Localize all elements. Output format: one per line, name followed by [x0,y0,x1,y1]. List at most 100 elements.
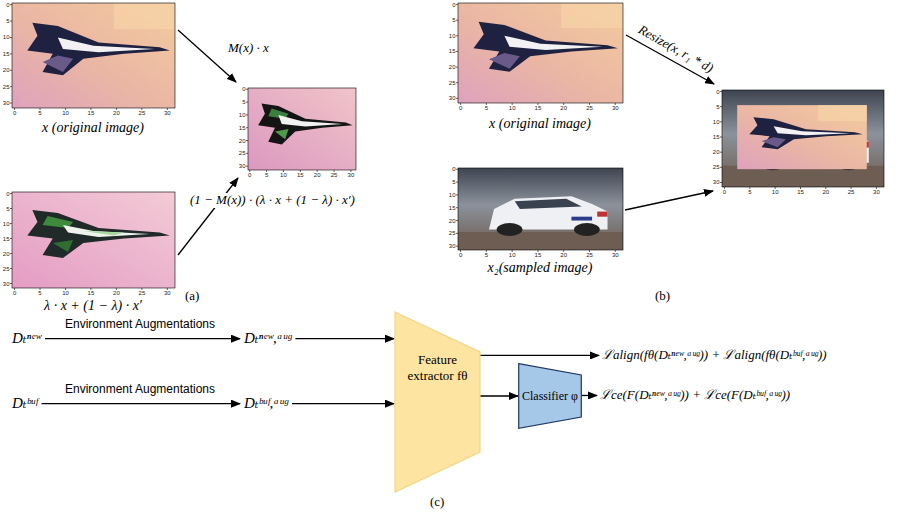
axis-tick: 5 [485,105,488,111]
axes-frame [12,192,175,288]
axis-tick: 25 [3,266,10,272]
axis-tick: 30 [449,95,456,101]
tick-mark [10,208,12,209]
tick-mark [90,288,91,290]
tick-mark [851,187,852,189]
trapezoid-outline [395,312,480,492]
axis-tick: 20 [239,138,246,144]
tick-mark [876,187,877,189]
flow-arrow [42,403,240,404]
classifier-trapezoid: Classifier φ [518,363,582,429]
step-label: Environment Augmentations [65,318,215,332]
tick-mark [537,250,538,252]
tick-mark [14,108,15,110]
panel-label: (a) [185,289,199,304]
tick-mark [486,103,487,105]
axis-tick: 25 [848,189,855,195]
axis-tick: 15 [797,189,804,195]
axis-tick: 10 [3,34,10,40]
axis-tick: 25 [3,84,10,90]
flow-arrow [295,338,394,339]
tick-mark [720,182,722,183]
tick-mark [246,127,248,128]
axis-tick: 20 [560,252,567,258]
axis-tick: 10 [772,189,779,195]
feature-extractor-trapezoid: Feature extractor fθ [395,312,480,492]
tick-mark [456,82,458,83]
tick-mark [720,136,722,137]
axis-tick: 0 [452,166,455,172]
axis-tick: 30 [612,252,619,258]
tick-mark [40,108,41,110]
tick-mark [14,288,15,290]
tick-mark [456,67,458,68]
tick-mark [116,108,117,110]
tick-mark [456,169,458,170]
axis-tick: 10 [509,105,516,111]
axes-frame [722,90,884,187]
axis-tick: 5 [452,179,455,185]
tick-mark [10,193,12,194]
step-label: Environment Augmentations [65,383,215,397]
transform-arrow [625,191,713,210]
axis-tick: 20 [560,105,567,111]
axis-tick: 25 [713,164,720,170]
tick-mark [589,250,590,252]
axis-tick: 25 [331,172,338,178]
axis-tick: 5 [452,17,455,23]
transform-arrow [178,30,236,82]
tick-mark [456,4,458,5]
axis-tick: 25 [586,105,593,111]
transform-arrow [178,178,238,255]
axis-tick: 5 [748,189,751,195]
image-caption: x (original image) [489,116,591,132]
axis-tick: 5 [716,104,719,110]
tick-mark [246,114,248,115]
panel-label: (b) [655,289,670,304]
axis-tick: 25 [139,110,146,116]
tick-mark [40,288,41,290]
axis-tick: 5 [265,172,268,178]
axis-tick: 15 [449,205,456,211]
axis-tick: 15 [88,290,95,296]
tick-mark [10,223,12,224]
original-image [12,3,175,108]
tick-mark [350,170,351,172]
tick-mark [10,70,12,71]
tick-mark [460,103,461,105]
resized-inset [737,105,867,169]
tick-mark [10,21,12,22]
tick-mark [246,89,248,90]
tick-mark [10,86,12,87]
panel-label: (c) [430,495,444,510]
axis-tick: 0 [13,290,16,296]
tick-mark [116,288,117,290]
tick-mark [456,35,458,36]
tick-mark [720,91,722,92]
tick-mark [249,170,250,172]
tick-mark [65,288,66,290]
tick-mark [266,170,267,172]
original-image [458,3,623,103]
axis-tick: 30 [164,110,171,116]
axis-tick: 0 [13,110,16,116]
axis-tick: 25 [139,290,146,296]
axis-tick: 15 [239,125,246,131]
axis-tick: 30 [348,172,355,178]
tick-mark [10,53,12,54]
axis-tick: 20 [3,67,10,73]
jet-picture [248,88,356,170]
axis-tick: 10 [239,112,246,118]
axis-tick: 30 [164,290,171,296]
tick-mark [65,108,66,110]
tick-mark [10,238,12,239]
axis-tick: 0 [723,189,726,195]
tick-mark [300,170,301,172]
tick-mark [724,187,725,189]
tick-mark [456,207,458,208]
transform-label: Resize(x, r₁ * d) [636,22,716,76]
axis-tick: 10 [713,119,720,125]
axis-tick: 25 [239,150,246,156]
trapezoid-shape [395,312,480,492]
tick-mark [800,187,801,189]
